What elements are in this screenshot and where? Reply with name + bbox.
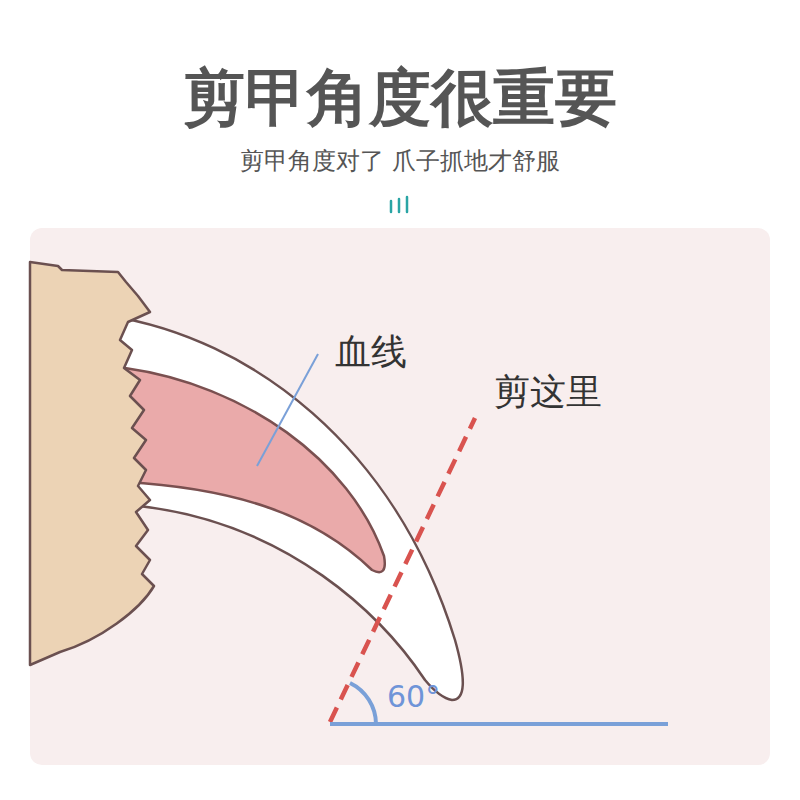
cut-label: 剪这里 [494,371,602,412]
panel-ground [30,228,770,765]
divider-icon [391,197,407,212]
title: 剪甲角度很重要 [183,62,617,133]
cut-line [330,418,475,722]
subtitle: 剪甲角度对了 爪子抓地才舒服 [240,148,560,176]
angle-arc [350,683,376,724]
paw [30,262,154,665]
part-label: 血线 [335,331,407,372]
quick [125,368,385,572]
claw [110,316,463,700]
leader-line [257,354,318,466]
ground-line [330,722,668,726]
angle-label: 60° [387,680,440,715]
